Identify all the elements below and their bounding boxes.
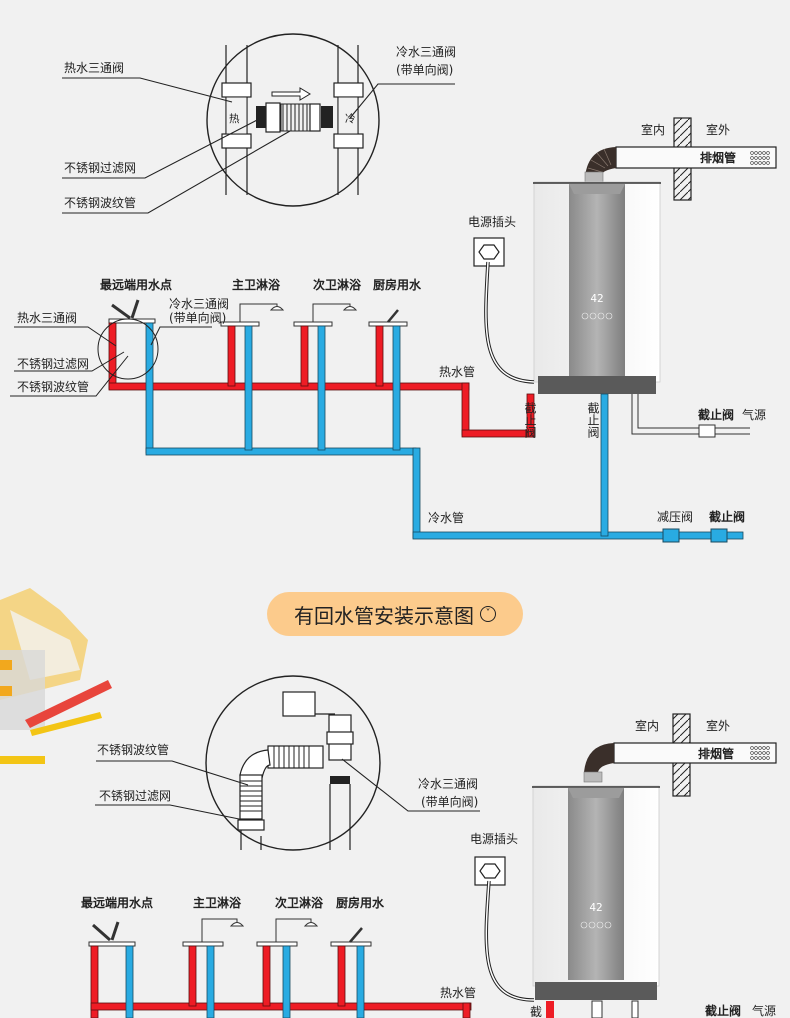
detail-circle-2 <box>205 675 381 851</box>
cold-tee-label-line1: 冷水三通阀 <box>396 45 456 59</box>
gas-shutoff-label: 截止阀 <box>698 407 734 422</box>
detail-2-parts <box>237 691 354 850</box>
gas-source-label-2: 气源 <box>752 1003 776 1018</box>
indoor-label-2: 室内 <box>635 718 659 733</box>
gas-pipe <box>631 394 750 438</box>
hot-water-pipes-2 <box>90 945 472 1018</box>
mini-detail-circle <box>97 318 159 380</box>
cold-tee-label-2-line1: 冷水三通阀 <box>418 777 478 791</box>
fixture-second-shower: 次卫淋浴 <box>313 277 362 292</box>
cold-mark: 冷 <box>345 112 356 125</box>
diagram-2: 不锈钢波纹管 不锈钢过滤网 冷水三通阀 (带单向阀) 室内 室外 排烟管 42 <box>81 675 777 1018</box>
pressure-valve-label: 减压阀 <box>657 510 693 524</box>
fixture-farthest-2: 最远端用水点 <box>81 895 153 910</box>
fixtures <box>108 299 408 327</box>
hot-shutoff-label: 截止阀 <box>523 402 537 439</box>
power-plug: 电源插头 <box>468 215 535 384</box>
fixture-kitchen: 厨房用水 <box>373 277 422 292</box>
section-title-text: 有回水管安装示意图 <box>294 603 474 628</box>
detail-2-leaders <box>95 758 480 821</box>
hot-pipe-label-2: 热水管 <box>440 985 476 1000</box>
fixtures-2 <box>88 918 372 947</box>
indoor-label: 室内 <box>641 122 665 137</box>
power-plug-2: 电源插头 <box>470 832 535 1002</box>
tools-illustration <box>0 588 112 764</box>
detail-leaders <box>62 77 455 214</box>
mini-filter-label: 不锈钢过滤网 <box>17 357 89 371</box>
section-title[interactable]: 有回水管安装示意图 ˅ <box>267 592 523 636</box>
cold-water-pipes <box>145 322 744 540</box>
fixture-farthest: 最远端用水点 <box>100 277 172 292</box>
mini-cold-tee-label-line1: 冷水三通阀 <box>169 297 229 311</box>
outdoor-label: 室外 <box>706 122 730 137</box>
power-plug-label: 电源插头 <box>468 215 516 229</box>
filter-label-2: 不锈钢过滤网 <box>99 789 171 803</box>
hot-mark: 热 <box>229 112 240 125</box>
exhaust-assembly-2: 室内 室外 排烟管 <box>583 713 777 797</box>
hose-label: 不锈钢波纹管 <box>64 195 136 210</box>
fixture-master-shower: 主卫淋浴 <box>232 277 281 292</box>
fixture-master-shower-2: 主卫淋浴 <box>193 895 242 910</box>
hose-label-2: 不锈钢波纹管 <box>97 742 169 757</box>
hot-pipe-label: 热水管 <box>439 364 475 379</box>
mini-hose-label: 不锈钢波纹管 <box>17 379 89 394</box>
cold-water-pipes-2 <box>125 945 365 1018</box>
gas-source-label: 气源 <box>742 407 766 422</box>
hot-water-pipes <box>108 322 535 438</box>
mini-hot-tee-label: 热水三通阀 <box>17 311 77 325</box>
cold-tee-label-2-line2: (带单向阀) <box>421 794 478 809</box>
exhaust-pipe-label: 排烟管 <box>700 150 736 165</box>
inlet-shutoff-label: 截止阀 <box>709 509 745 524</box>
cold-pipe-label: 冷水管 <box>428 510 464 525</box>
mini-leaders <box>10 326 212 397</box>
heater-display-2: 42 <box>589 901 602 914</box>
mini-cold-tee-label-line2: (带单向阀) <box>169 310 226 325</box>
exhaust-pipe-label-2: 排烟管 <box>698 746 734 761</box>
hot-shutoff-label-2: 截 <box>530 1005 542 1018</box>
outdoor-label-2: 室外 <box>706 718 730 733</box>
filter-label: 不锈钢过滤网 <box>64 161 136 175</box>
water-heater-2: 42 <box>532 785 660 1018</box>
diagram-1: 热 冷 热水三通阀 不锈钢过滤网 不锈钢波纹管 冷水三通阀 (带单向阀) <box>10 33 777 543</box>
chevron-down-circle-icon: ˅ <box>480 606 496 622</box>
inlet-valves <box>662 528 728 543</box>
power-plug-label-2: 电源插头 <box>470 832 518 846</box>
fixture-second-shower-2: 次卫淋浴 <box>275 895 324 910</box>
fixture-kitchen-2: 厨房用水 <box>336 895 385 910</box>
exhaust-assembly: 室内 室外 排烟管 <box>584 117 777 201</box>
heater-display: 42 <box>590 292 603 305</box>
hot-tee-label: 热水三通阀 <box>64 61 124 75</box>
gas-shutoff-label-2: 截止阀 <box>705 1003 741 1018</box>
detail-circle: 热 冷 <box>206 33 380 207</box>
cold-tee-label-line2: (带单向阀) <box>396 62 453 77</box>
cold-shutoff-label: 截止阀 <box>586 402 600 439</box>
water-heater: 42 <box>533 181 661 394</box>
